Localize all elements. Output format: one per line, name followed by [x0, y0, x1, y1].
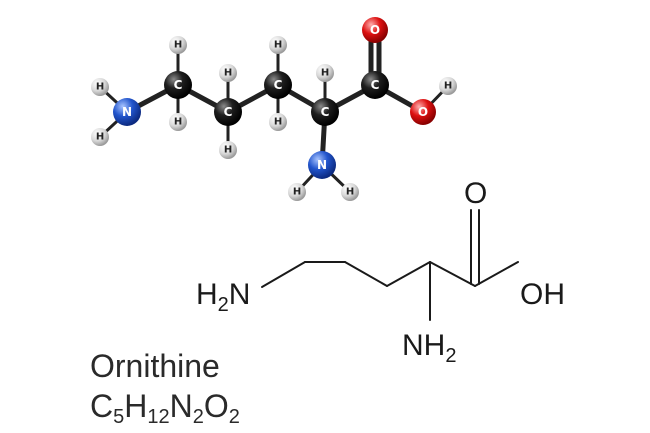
svg-text:H: H [346, 187, 354, 198]
hydrogen-atom: H [288, 183, 306, 201]
formula-subscript: 2 [228, 406, 240, 428]
hydrogen-atom: H [91, 128, 109, 146]
hydrogen-atoms: H H H H H H H H H H H H [91, 36, 457, 201]
svg-text:C: C [321, 105, 330, 119]
skeletal-bond [261, 261, 306, 288]
hydrogen-atom: H [219, 64, 237, 82]
svg-text:H: H [444, 81, 452, 92]
svg-text:N: N [122, 105, 132, 119]
hydrogen-atom: H [439, 77, 457, 95]
svg-text:H: H [96, 132, 104, 143]
formula-element: H [124, 388, 148, 424]
carbon-atom: C [264, 71, 292, 99]
hydrogen-atom: H [269, 36, 287, 54]
formula-subscript: 2 [192, 406, 204, 428]
hydrogen-atom: H [169, 36, 187, 54]
nitrogen-atom: N [308, 151, 336, 179]
hydrogen-atom: H [316, 64, 334, 82]
left-amine-label: H2N [196, 278, 250, 316]
molecular-formula: C5H12N2O2 [90, 388, 240, 429]
formula-subscript: 12 [147, 406, 170, 428]
svg-text:H: H [96, 82, 104, 93]
hydrogen-atom: H [219, 141, 237, 159]
skeletal-bond [429, 261, 476, 287]
svg-text:C: C [174, 78, 183, 92]
oxygen-atom: O [362, 17, 388, 43]
molecule-name: Ornithine [90, 348, 220, 384]
svg-text:C: C [274, 78, 283, 92]
svg-text:N: N [317, 158, 327, 172]
svg-text:H: H [174, 40, 182, 51]
carbon-atom: C [361, 71, 389, 99]
heavy-atoms: N C C C C C O O N [113, 17, 436, 179]
skeletal-bond [386, 261, 431, 287]
nitrogen-atom: N [113, 98, 141, 126]
svg-text:O: O [418, 105, 428, 119]
svg-text:H: H [321, 68, 329, 79]
svg-text:O: O [370, 23, 380, 37]
svg-text:H: H [224, 68, 232, 79]
skeletal-bond [474, 261, 519, 287]
svg-text:C: C [371, 78, 380, 92]
hydrogen-atom: H [341, 183, 359, 201]
carbon-atom: C [214, 98, 242, 126]
hydrogen-atom: H [169, 113, 187, 131]
carbonyl-oxygen-label: O [464, 177, 487, 210]
hydroxyl-label: OH [520, 278, 565, 311]
formula-element: O [203, 388, 229, 424]
oxygen-atom: O [410, 99, 436, 125]
skeletal-bond [344, 261, 388, 287]
carbon-atom: C [164, 71, 192, 99]
svg-text:H: H [224, 145, 232, 156]
alpha-amine-label: NH2 [402, 329, 456, 367]
svg-text:H: H [274, 117, 282, 128]
svg-text:C: C [224, 105, 233, 119]
hydrogen-atom: H [91, 78, 109, 96]
svg-text:H: H [293, 187, 301, 198]
formula-subscript: 5 [113, 406, 125, 428]
svg-text:H: H [174, 117, 182, 128]
svg-text:H: H [274, 40, 282, 51]
hydrogen-atom: H [269, 113, 287, 131]
formula-element: C [90, 388, 114, 424]
formula-element: N [169, 388, 193, 424]
carbon-atom: C [311, 98, 339, 126]
